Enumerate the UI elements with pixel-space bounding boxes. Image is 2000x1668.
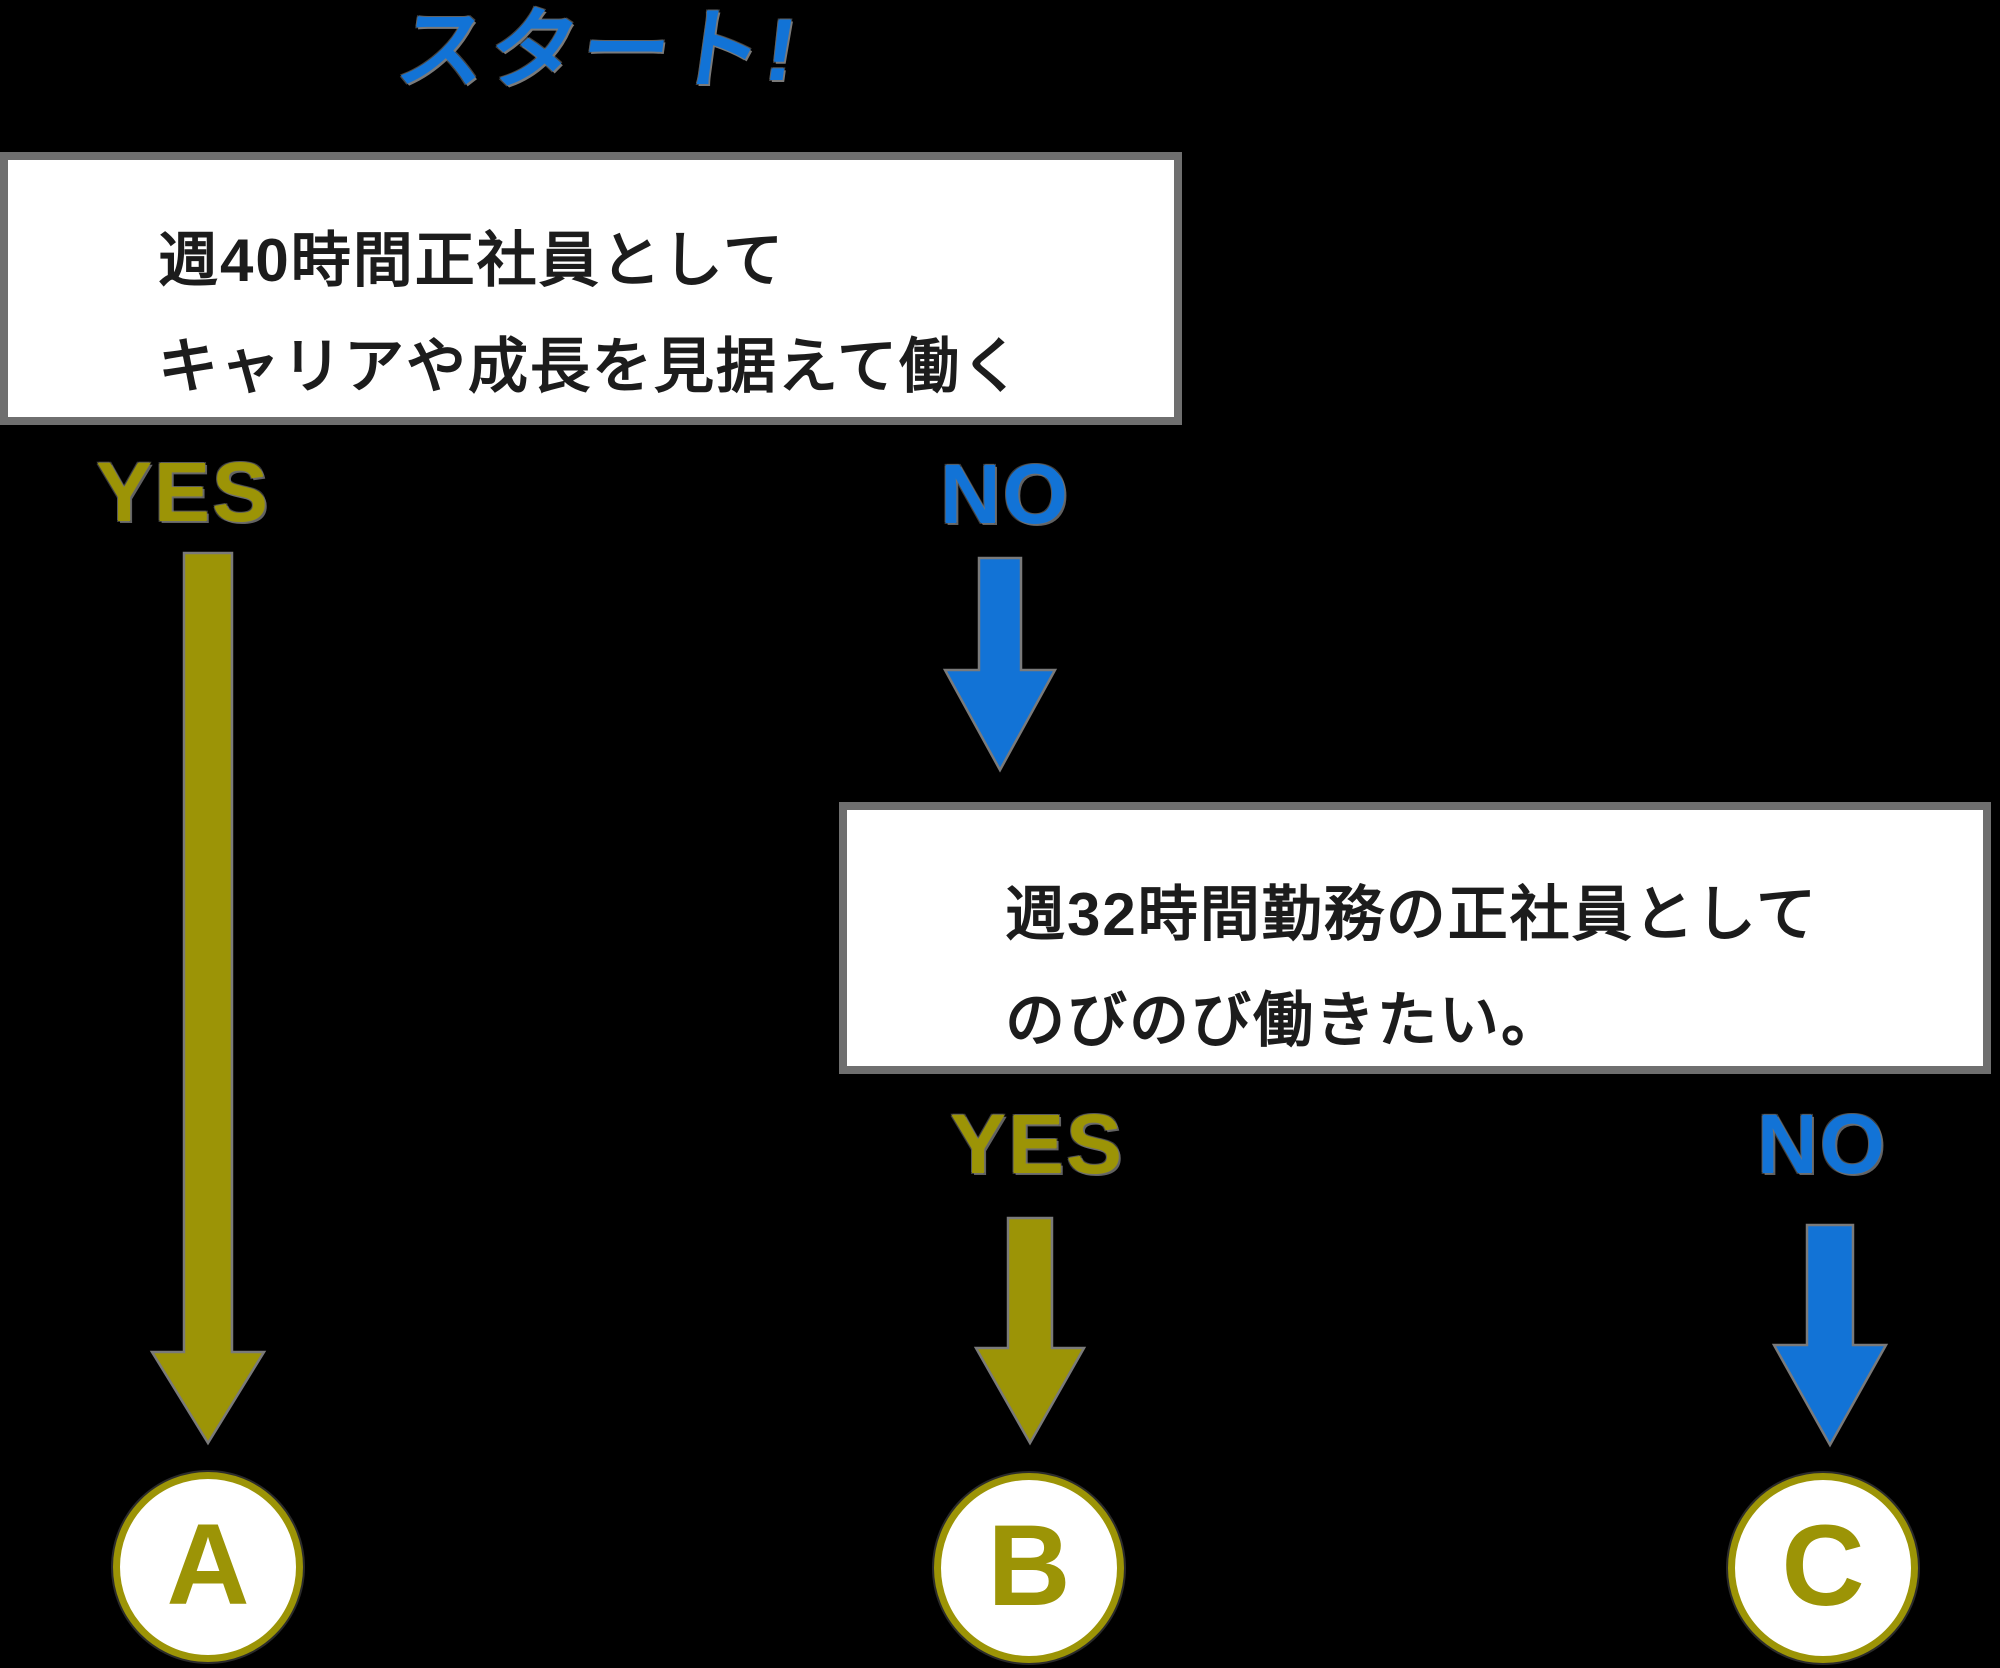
no-1-down-arrow-icon — [942, 556, 1058, 773]
yes-2-down-arrow-icon — [973, 1216, 1087, 1446]
question-2-yes-label: YES — [950, 1097, 1125, 1191]
result-circle-b: B — [934, 1473, 1124, 1663]
question-2-no-label: NO — [1757, 1097, 1887, 1191]
question-box-2: 週32時間勤務の正社員として のびのび働きたい。 — [839, 802, 1991, 1074]
question-1-line-1: 週40時間正社員として — [158, 227, 785, 294]
result-letter-a: A — [166, 1500, 250, 1629]
yes-1-down-arrow-icon — [149, 551, 267, 1446]
question-2-line-1: 週32時間勤務の正社員として — [1005, 881, 1818, 948]
result-circle-a: A — [113, 1472, 303, 1662]
question-1-yes-label: YES — [96, 445, 271, 539]
result-letter-b: B — [987, 1501, 1071, 1630]
result-circle-c: C — [1728, 1473, 1918, 1663]
question-2-line-2: のびのび働きたい。 — [1005, 987, 1563, 1054]
question-1-line-2: キャリアや成長を見据えて働く — [158, 333, 1023, 400]
question-box-1: 週40時間正社員として キャリアや成長を見据えて働く — [0, 152, 1182, 425]
question-1-no-label: NO — [940, 447, 1070, 541]
no-2-down-arrow-icon — [1771, 1223, 1889, 1448]
start-title: スタート! — [391, 0, 807, 99]
result-letter-c: C — [1781, 1501, 1865, 1630]
